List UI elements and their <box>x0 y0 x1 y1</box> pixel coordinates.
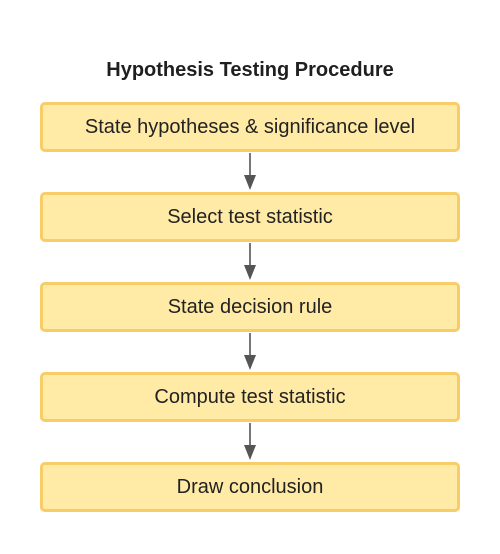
arrow-down-icon <box>242 423 258 460</box>
arrow-down-icon <box>242 243 258 280</box>
step-draw-conclusion: Draw conclusion <box>40 462 460 512</box>
step-label: State decision rule <box>167 295 333 318</box>
step-state-hypotheses: State hypotheses & significance level <box>40 102 460 152</box>
step-label: State hypotheses & significance level <box>84 115 416 138</box>
step-label: Select test statistic <box>167 205 333 228</box>
step-select-test-statistic: Select test statistic <box>40 192 460 242</box>
step-compute-test-statistic: Compute test statistic <box>40 372 460 422</box>
step-state-decision-rule: State decision rule <box>40 282 460 332</box>
arrow-down-icon <box>242 333 258 370</box>
arrow-down-icon <box>242 153 258 190</box>
step-label: Compute test statistic <box>154 385 346 408</box>
diagram-title: Hypothesis Testing Procedure <box>106 59 394 81</box>
step-label: Draw conclusion <box>176 475 324 498</box>
